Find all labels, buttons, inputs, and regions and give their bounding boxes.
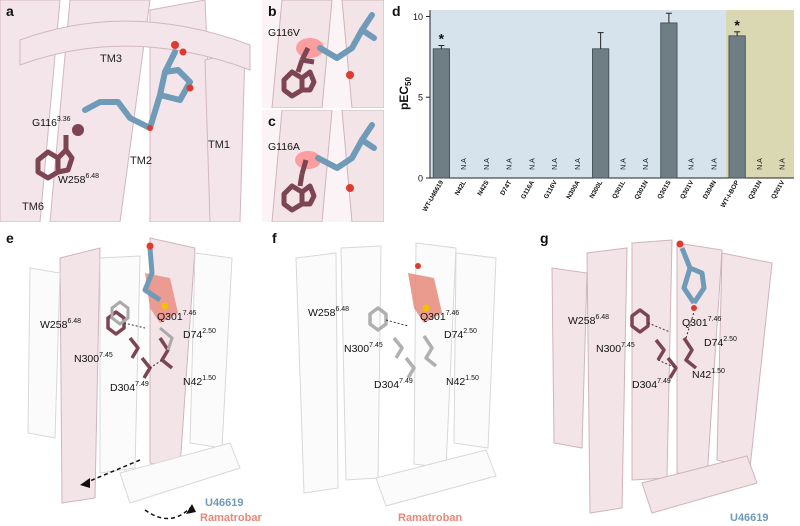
chart-na-9: N.A [643, 158, 650, 170]
panel-a-structure: TM3 TM2 TM1 TM6 G1163.36 W2586.48 [0, 0, 258, 222]
chart-na-2: N.A [484, 158, 491, 170]
chart-na-5: N.A [552, 158, 559, 170]
helix-white-e2 [190, 253, 232, 448]
helix-g3 [677, 243, 722, 478]
helix-g4 [717, 253, 772, 468]
label-tm3: TM3 [100, 53, 122, 65]
helix-g2 [632, 240, 672, 480]
chart-xtick-label-3: D74T [499, 179, 513, 196]
helix-f1 [296, 253, 338, 493]
chart-xtick-label-13: WT-I-BOP [720, 179, 741, 209]
chart-xtick-label-10: Q301S [656, 179, 673, 201]
label-g116v: G116V [268, 27, 300, 39]
helix-white-e1 [100, 256, 140, 473]
chart-star-13: * [734, 17, 740, 33]
panel-label-f: f [272, 230, 277, 246]
label-f-d304: D3047.49 [374, 378, 413, 391]
chart-na-3: N.A [507, 158, 514, 170]
panel-e-structure: W2586.48 Q3017.46 D742.50 N3007.45 D3047… [0, 228, 262, 526]
chart-xtick-label-7: N300L [589, 179, 605, 199]
chart-star-0: * [439, 31, 445, 47]
label-tm1: TM1 [208, 139, 230, 151]
panel-label-a: a [6, 3, 14, 19]
label-f-q301: Q3017.46 [420, 310, 459, 323]
panel-label-d: d [392, 3, 401, 19]
helix-f4 [454, 253, 496, 448]
chart-group-bg-0 [430, 10, 726, 178]
chart-na-4: N.A [529, 158, 536, 170]
label-tm6: TM6 [22, 201, 44, 213]
label-e-d304: D3047.49 [110, 381, 149, 394]
chart-ylabel: pEC50 [397, 77, 413, 110]
panel-d: 0 5 10 pEC50 * WT-U46619 N.A N42L N.A N42S N.A D74T… [388, 0, 800, 226]
chart-xtick-label-8: Q301L [611, 179, 627, 200]
chart-xtick-label-6: N300A [565, 179, 581, 200]
helix-g5 [552, 268, 587, 448]
panel-label-g: g [540, 230, 549, 246]
panel-b-structure: G116V [262, 0, 384, 108]
chart-xtick-label-9: Q301N [633, 179, 650, 201]
chart-xtick-label-14: Q301N [747, 179, 764, 201]
ligand-label-f: Ramatroban [398, 512, 462, 524]
panel-label-e: e [6, 230, 14, 246]
panel-c-structure: G116A [262, 110, 384, 222]
chart-na-8: N.A [620, 158, 627, 170]
panel-f-structure: W2586.48 Q3017.46 D742.50 N3007.45 D3047… [266, 228, 528, 526]
chart-xtick-label-15: Q301V [770, 179, 787, 201]
chart-ytick-label-1: 5 [418, 93, 423, 103]
chart-bar-7 [592, 49, 608, 178]
residue-g116-atom [72, 124, 84, 136]
chart-na-14: N.A [757, 158, 764, 170]
chart-na-11: N.A [689, 158, 696, 170]
chart-xtick-label-4: G116A [520, 179, 536, 200]
helix-g1 [587, 248, 627, 513]
chart-na-6: N.A [575, 158, 582, 170]
chart-ytick-label-2: 10 [413, 12, 423, 22]
chart-bar-0 [433, 49, 449, 178]
panel-a: TM3 TM2 TM1 TM6 G1163.36 W2586.48 a [0, 0, 258, 222]
legend-ramatroban: Ramatroban [200, 512, 262, 524]
helix-white-e3 [28, 268, 60, 438]
chart-na-12: N.A [711, 158, 718, 170]
chart-xtick-label-1: N42L [454, 179, 468, 196]
label-g116a: G116A [268, 141, 300, 153]
panel-g: W2586.48 Q3017.46 N3007.45 D742.50 D3047… [532, 228, 800, 526]
chart-bar-13 [729, 36, 745, 178]
bar-chart: 0 5 10 pEC50 * WT-U46619 N.A N42L N.A N42S N.A D74T… [388, 0, 800, 226]
panel-label-c: c [268, 113, 276, 129]
legend-u46619: U46619 [205, 497, 244, 509]
panel-label-b: b [268, 3, 277, 19]
ligand-label-g: U46619 [730, 512, 769, 524]
chart-xtick-label-5: G116V [543, 179, 559, 200]
chart-bar-10 [661, 23, 677, 178]
panel-c: G116A c [262, 110, 384, 222]
panel-f: W2586.48 Q3017.46 D742.50 N3007.45 D3047… [266, 228, 528, 526]
chart-xtick-label-12: D304N [702, 179, 718, 200]
label-g-n300: N3007.45 [596, 342, 635, 355]
helix-pink-e2 [150, 238, 195, 468]
helix-f2 [341, 246, 381, 480]
helix-tm1 [205, 50, 245, 222]
chart-na-15: N.A [780, 158, 787, 170]
panel-b: G116V b [262, 0, 384, 108]
helix-pink-e1 [60, 248, 100, 503]
chart-ytick-label-0: 0 [418, 174, 423, 184]
chart-na-1: N.A [461, 158, 468, 170]
panel-e: W2586.48 Q3017.46 D742.50 N3007.45 D3047… [0, 228, 262, 526]
label-tm2: TM2 [130, 155, 152, 167]
chart-xtick-label-0: WT-U46619 [422, 179, 446, 213]
chart-xtick-label-2: N42S [476, 179, 491, 197]
chart-xtick-label-11: Q301V [679, 179, 696, 201]
panel-g-structure: W2586.48 Q3017.46 N3007.45 D742.50 D3047… [532, 228, 800, 526]
